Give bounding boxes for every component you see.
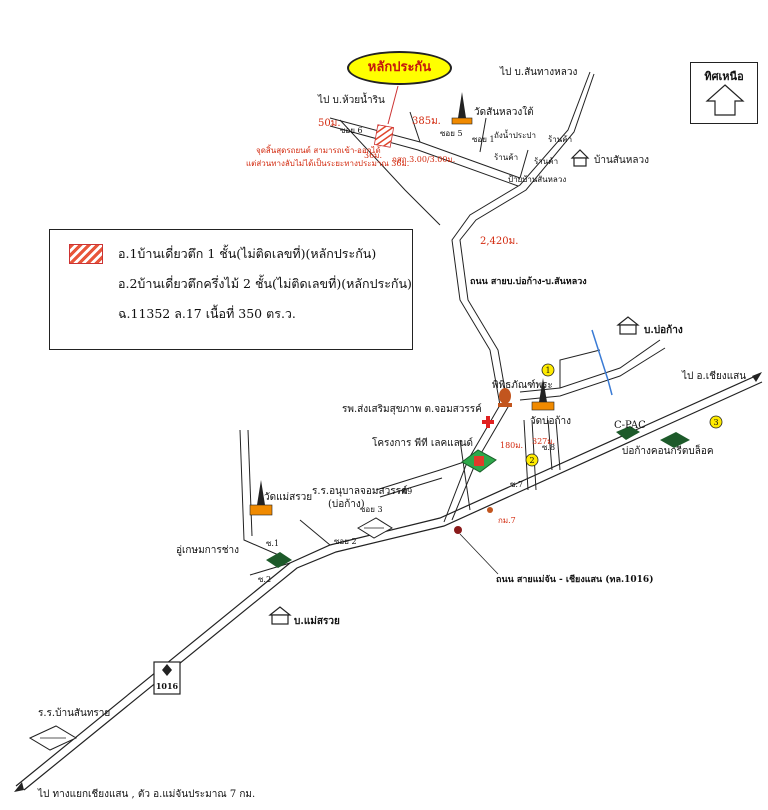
label-soi-7: ซ.7 — [510, 480, 523, 489]
label-concrete-block: บ่อก้างคอนกรีตบล็อค — [622, 443, 714, 457]
label-dist-2420: 2,420ม. — [480, 236, 518, 247]
label-soi-1b: ซ.1 — [266, 539, 279, 548]
house-icon-ban-bo-kang — [616, 316, 640, 335]
river — [591, 329, 613, 396]
road-bo-kang-san-luang — [443, 71, 595, 523]
label-road-width: กสถ.3.00/3.00ม. — [392, 155, 455, 164]
label-soi-2: ซอย 2 — [334, 537, 357, 546]
label-shop-2: ร้านค้า — [494, 153, 518, 162]
label-dist-36: 36ม. — [364, 151, 382, 160]
label-ban-bo-kang: บ.บ่อก้าง — [644, 324, 683, 336]
label-project: โครงการ พีที เลคแลนด์ — [372, 436, 473, 449]
village-roads — [239, 339, 666, 576]
label-soi-1: ซอย 1 — [472, 135, 495, 144]
label-soi-2b: ซ.2 — [258, 575, 271, 584]
legend-box: อ.1บ้านเดี่ยวตึก 1 ชั้น(ไม่ติดเลขที่)(หล… — [49, 229, 413, 350]
route-shield: 1016 — [153, 661, 181, 695]
label-dist-180: 180ม. — [500, 441, 523, 450]
label-bus-stop: ป้ายบ้านสันหลวง — [508, 175, 566, 184]
label-hospital: รพ.ส่งเสริมสุขภาพ ต.จอมสวรรค์ — [342, 403, 482, 415]
hospital-icon — [482, 416, 494, 428]
label-entrance-note-2: แต่ส่วนทางลับไม่ได้เป็นระยะทางประมาณ 36ม… — [246, 158, 409, 168]
temple-icon-san-luang — [451, 92, 473, 125]
concrete-factory-icon — [660, 432, 690, 448]
label-dist-50: 50ม. — [318, 118, 341, 129]
marker-1-label: 1 — [545, 366, 550, 375]
collateral-pointer — [387, 85, 399, 125]
legend-line-3: ฉ.11352 ล.17 เนื้อที่ 350 ตร.ว. — [118, 306, 296, 321]
marker-2-label: 2 — [529, 456, 534, 465]
arrow-chiang-saen — [752, 372, 762, 382]
collateral-title: หลักประกัน — [367, 60, 432, 75]
marker-3: 3 — [709, 415, 723, 429]
house-icon-ban-mae-suai — [268, 606, 292, 625]
house-icon-ban-san-luang — [570, 149, 590, 167]
temple-icon-museum — [498, 388, 512, 407]
label-dist-327: 327ม. — [532, 437, 555, 446]
label-water-tower: ถังน้ำประปา — [494, 129, 536, 140]
label-kindergarten: ร.ร.อนุบาลจอมสวรรค์ — [312, 485, 408, 497]
cpac-building-icon — [616, 426, 640, 440]
label-wat-bo-kang: วัดบ่อก้าง — [530, 415, 571, 427]
arrow-south — [14, 782, 24, 792]
label-to-chiang-saen: ไป อ.เชียงแสน — [681, 370, 746, 382]
label-kindergarten-2: (บ่อก้าง) — [328, 498, 365, 510]
kindergarten-building-icon — [357, 517, 393, 539]
label-bottom-note: ไป ทางแยกเชียงแสน , ตัว อ.แม่จันประมาณ 7… — [37, 788, 255, 800]
legend-line-2: อ.2บ้านเดี่ยวตึกครึ่งไม้ 2 ชั้น(ไม่ติดเล… — [118, 276, 412, 291]
label-to-san-thang-luang: ไป บ.สันทางหลวง — [499, 66, 577, 78]
label-road-bo-kang: ถนน สายบ.บ่อก้าง-บ.สันหลวง — [470, 276, 587, 287]
label-dist-385: 385ม. — [412, 116, 441, 127]
label-shop-3: ร้านค้า — [534, 157, 558, 166]
workshop-building-icon — [266, 552, 292, 568]
hatched-collateral-swatch — [69, 244, 103, 264]
marker-3-label: 3 — [713, 418, 718, 427]
label-wat-mae-suai: วัดแม่สรวย — [264, 492, 312, 503]
temple-icon-bo-kang — [531, 378, 555, 411]
label-soi-3: ซอย 3 — [360, 505, 383, 514]
school-building-icon — [28, 725, 78, 751]
marker-1: 1 — [541, 363, 555, 377]
label-to-huai-nam-rin: ไป บ.ห้วยน้ำริน — [317, 92, 385, 106]
label-soi-8: ซ.8 — [542, 443, 555, 452]
north-arrow-icon — [705, 84, 745, 116]
label-ban-san-luang: บ้านสันหลวง — [594, 154, 649, 166]
label-school-ban-san-sai: ร.ร.บ้านสันทราย — [38, 707, 110, 719]
junction-marker — [454, 526, 462, 534]
label-num-49: 49 — [402, 487, 412, 496]
label-km-7: กม.7 — [498, 516, 516, 525]
main-road-pointer — [459, 533, 499, 575]
route-number: 1016 — [156, 681, 179, 691]
legend-line-1: อ.1บ้านเดี่ยวตึก 1 ชั้น(ไม่ติดเลขที่)(หล… — [118, 246, 377, 261]
marker-2: 2 — [525, 453, 539, 467]
north-label: ทิศเหนือ — [704, 70, 744, 83]
label-entrance-note-1: จุดสิ้นสุดรถยนต์ สามารถเข้า-ออกได้ — [256, 144, 381, 155]
km7-marker — [487, 507, 493, 513]
label-main-road: ถนน สายแม่จัน - เชียงแสน (ทล.1016) — [496, 574, 653, 585]
label-soi-6: ซอย 6 — [340, 126, 363, 135]
project-house-icon — [461, 449, 497, 473]
label-ban-mae-suai: บ.แม่สรวย — [294, 615, 340, 627]
north-indicator: ทิศเหนือ — [690, 62, 758, 124]
label-wat-san-luang: วัดสันหลวงใต้ — [474, 106, 534, 118]
label-shop-1: ร้านค้า — [548, 135, 572, 144]
temple-icon-mae-suai — [249, 480, 273, 516]
label-cpac: C-PAC — [614, 420, 646, 431]
collateral-plot — [373, 124, 395, 148]
label-museum: พิพิธภัณฑ์พระ — [492, 379, 553, 391]
label-workshop: อู่เกษมการช่าง — [176, 545, 239, 556]
label-soi-5: ซอย 5 — [440, 129, 463, 138]
top-roads — [329, 111, 529, 226]
collateral-callout: หลักประกัน — [347, 51, 452, 85]
